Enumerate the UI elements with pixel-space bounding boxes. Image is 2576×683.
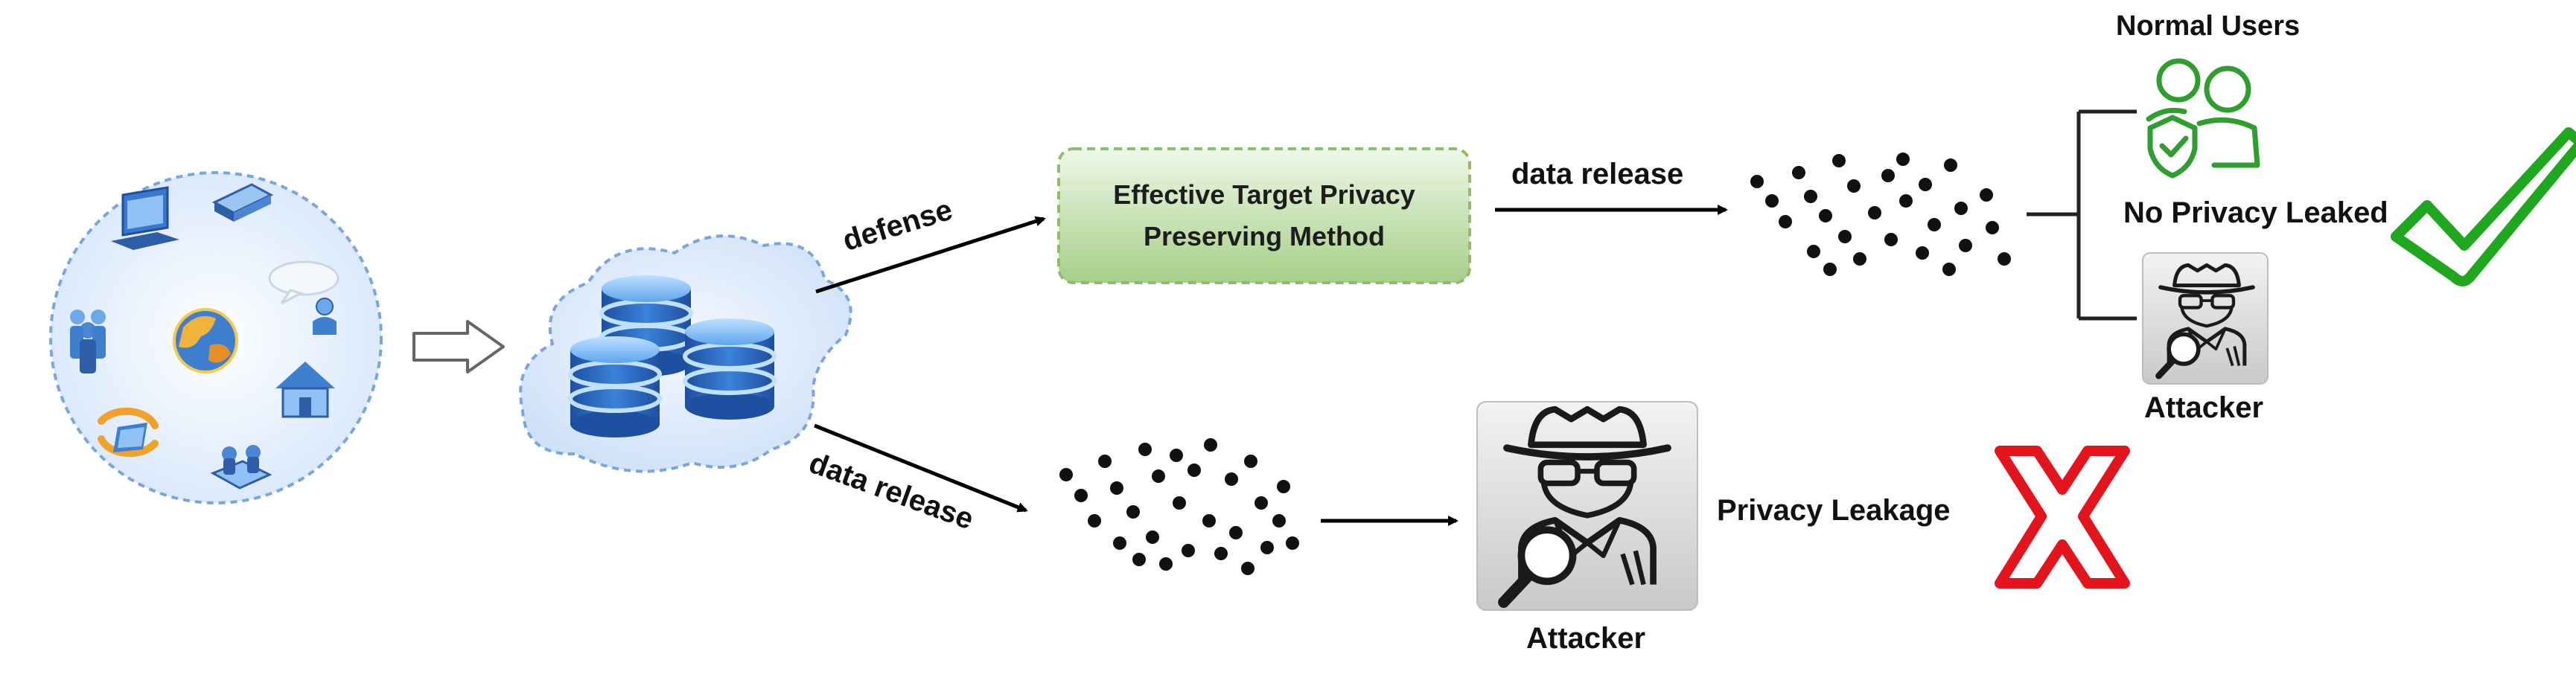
database-icon <box>568 275 777 437</box>
spy-icon-large <box>1476 401 1698 611</box>
hollow-arrow <box>412 320 505 373</box>
released-data-top <box>1750 153 2011 276</box>
method-line-1: Effective Target Privacy <box>1113 179 1415 210</box>
attacker-top-label: Attacker <box>2144 391 2264 424</box>
normal-users-label: Normal Users <box>2116 10 2301 42</box>
group-icon <box>70 310 106 373</box>
branch-bracket <box>2027 109 2137 321</box>
network-icon <box>210 445 272 490</box>
method-line-2: Preserving Method <box>1143 221 1386 251</box>
house-icon <box>275 362 335 418</box>
check-icon <box>2391 127 2576 286</box>
user-shield-icon <box>2146 58 2260 179</box>
data-release-bottom-arrow <box>814 423 1028 513</box>
speech-bubble-icon <box>268 260 339 305</box>
attacker-bottom-label: Attacker <box>1526 622 1646 655</box>
sync-icon <box>98 407 159 458</box>
method-box-label: Effective Target Privacy Preserving Meth… <box>1059 149 1470 283</box>
cross-icon <box>1995 446 2130 589</box>
no-privacy-leaked-label: No Privacy Leaked <box>2123 196 2388 229</box>
user-icon <box>313 298 337 335</box>
privacy-leakage-label: Privacy Leakage <box>1717 494 1951 527</box>
globe-icon <box>173 308 238 373</box>
spy-icon <box>2142 252 2269 385</box>
laptop-icon <box>111 186 179 250</box>
defense-arrow <box>815 216 1046 294</box>
data-release-top-label: data release <box>1511 158 1684 190</box>
method-box <box>1057 147 1471 284</box>
projector-icon <box>211 183 274 222</box>
released-data-bottom <box>1059 438 1299 575</box>
